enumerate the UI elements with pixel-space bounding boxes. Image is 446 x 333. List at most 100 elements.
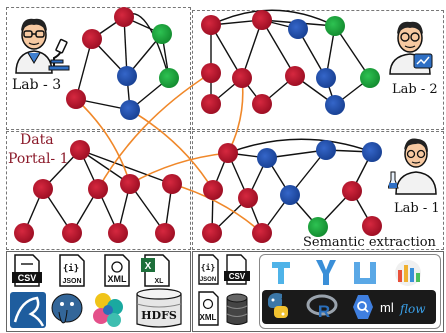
graph-node-red — [66, 89, 86, 109]
scientist-flask-icon — [388, 138, 437, 195]
graph-node-blue — [316, 68, 336, 88]
lab3-panel — [6, 7, 191, 130]
lab2-panel — [192, 10, 444, 130]
python-icon — [268, 293, 288, 318]
graph-edge — [334, 25, 371, 79]
cross-lab-link — [75, 98, 131, 185]
svg-text:{i}: {i} — [201, 262, 216, 272]
graph-node-green — [360, 68, 380, 88]
json-file-icon-2: {i} JSON — [198, 254, 219, 285]
hdfs-label: HDFS — [141, 309, 177, 322]
graph-node-green — [159, 68, 179, 88]
xml-file-icon-2: XML — [198, 291, 219, 326]
cross-lab-link — [227, 77, 244, 154]
graph-edge — [241, 19, 263, 79]
graph-node-red — [252, 10, 272, 30]
pipe-icon-3 — [354, 262, 376, 284]
graph-node-red — [33, 179, 53, 199]
graph-node-red — [218, 143, 238, 163]
graph-edge-curved — [210, 9, 336, 27]
portal-label-line1: Data — [20, 132, 54, 148]
csv-file-icon-2: CSV — [224, 254, 250, 285]
xml-file-icon: XML — [104, 254, 130, 287]
extract-files-icons: {i} JSON CSV XML — [198, 254, 250, 326]
cross-lab-link — [171, 183, 263, 234]
graph-node-red — [14, 223, 34, 243]
graph-node-red — [232, 68, 252, 88]
graph-edge-curved — [227, 138, 373, 154]
graph-node-red — [114, 7, 134, 27]
pipe-icon-2 — [316, 260, 336, 285]
postgresql-icon — [51, 293, 83, 324]
svg-text:R: R — [318, 302, 330, 321]
mlflow-icon: ml flow — [380, 300, 426, 316]
xml-label-2: XML — [200, 313, 217, 322]
graph-node-blue — [316, 140, 336, 160]
hdfs-icon: HDFS — [136, 288, 182, 328]
graph-edge — [79, 149, 173, 185]
json-label: JSON — [62, 278, 81, 285]
scientist-chart-icon — [389, 21, 433, 75]
graph-node-green — [308, 217, 328, 237]
graph-node-green — [325, 16, 345, 36]
graph-node-green — [152, 24, 172, 44]
lab2-label: Lab - 2 — [392, 82, 438, 97]
sources-icons: CSV {i} JSON XML X XL — [10, 254, 182, 328]
csv-file-icon: CSV — [12, 254, 42, 287]
graph-node-red — [362, 216, 382, 236]
graph-node-blue — [325, 95, 345, 115]
tools-icons-top — [272, 260, 421, 286]
cross-lab-link — [97, 72, 212, 190]
portal-label-line2: Portal- 1 — [8, 151, 69, 167]
scientist-icon — [15, 18, 53, 74]
xl-label: XL — [155, 278, 165, 285]
database-icon — [226, 293, 248, 325]
mlflow-label: ml — [380, 300, 394, 315]
graph-edge — [210, 24, 243, 79]
lab3-label: Lab - 3 — [12, 77, 62, 93]
graph-node-red — [252, 223, 272, 243]
bar-chart-icon — [395, 260, 421, 286]
elastic-icon — [93, 293, 123, 327]
tools-icons-bottom: R ml flow — [268, 293, 426, 321]
graph-node-red — [70, 140, 90, 160]
graph-node-red — [88, 179, 108, 199]
graph-node-red — [342, 181, 362, 201]
graph-node-blue — [120, 100, 140, 120]
tools-bottom-bar — [262, 290, 436, 324]
bigquery-icon — [353, 295, 373, 319]
graph-node-blue — [362, 142, 382, 162]
graph-node-red — [82, 29, 102, 49]
graph-node-red — [285, 66, 305, 86]
sources-panel — [6, 251, 191, 332]
json-label-2: JSON — [200, 277, 216, 283]
graph-node-blue — [280, 185, 300, 205]
xml-label: XML — [108, 274, 128, 284]
graph-node-red — [162, 174, 182, 194]
graph-edge — [75, 38, 93, 100]
graph-edge — [261, 19, 296, 77]
csv-label-2: CSV — [229, 272, 246, 281]
mlflow-script-label: flow — [399, 302, 426, 316]
graph-node-red — [201, 63, 221, 83]
r-icon: R — [306, 294, 338, 321]
microscope-icon — [48, 38, 70, 71]
graph-node-red — [108, 223, 128, 243]
graph-node-red — [202, 223, 222, 243]
cross-lab-link — [129, 152, 229, 185]
extract-panel — [192, 251, 444, 332]
graph-edge — [79, 149, 131, 185]
graph-node-red — [120, 174, 140, 194]
graph-node-red — [203, 180, 223, 200]
graph-node-red — [238, 188, 258, 208]
graph-node-red — [201, 94, 221, 114]
graph-node-blue — [257, 148, 277, 168]
lab1-label: Lab - 1 — [394, 201, 440, 216]
csv-label: CSV — [18, 273, 37, 283]
semantic-extraction-label: Semantic extraction — [303, 235, 436, 250]
mysql-icon — [10, 292, 46, 328]
pipe-icon — [272, 262, 290, 284]
graph-node-blue — [117, 66, 137, 86]
